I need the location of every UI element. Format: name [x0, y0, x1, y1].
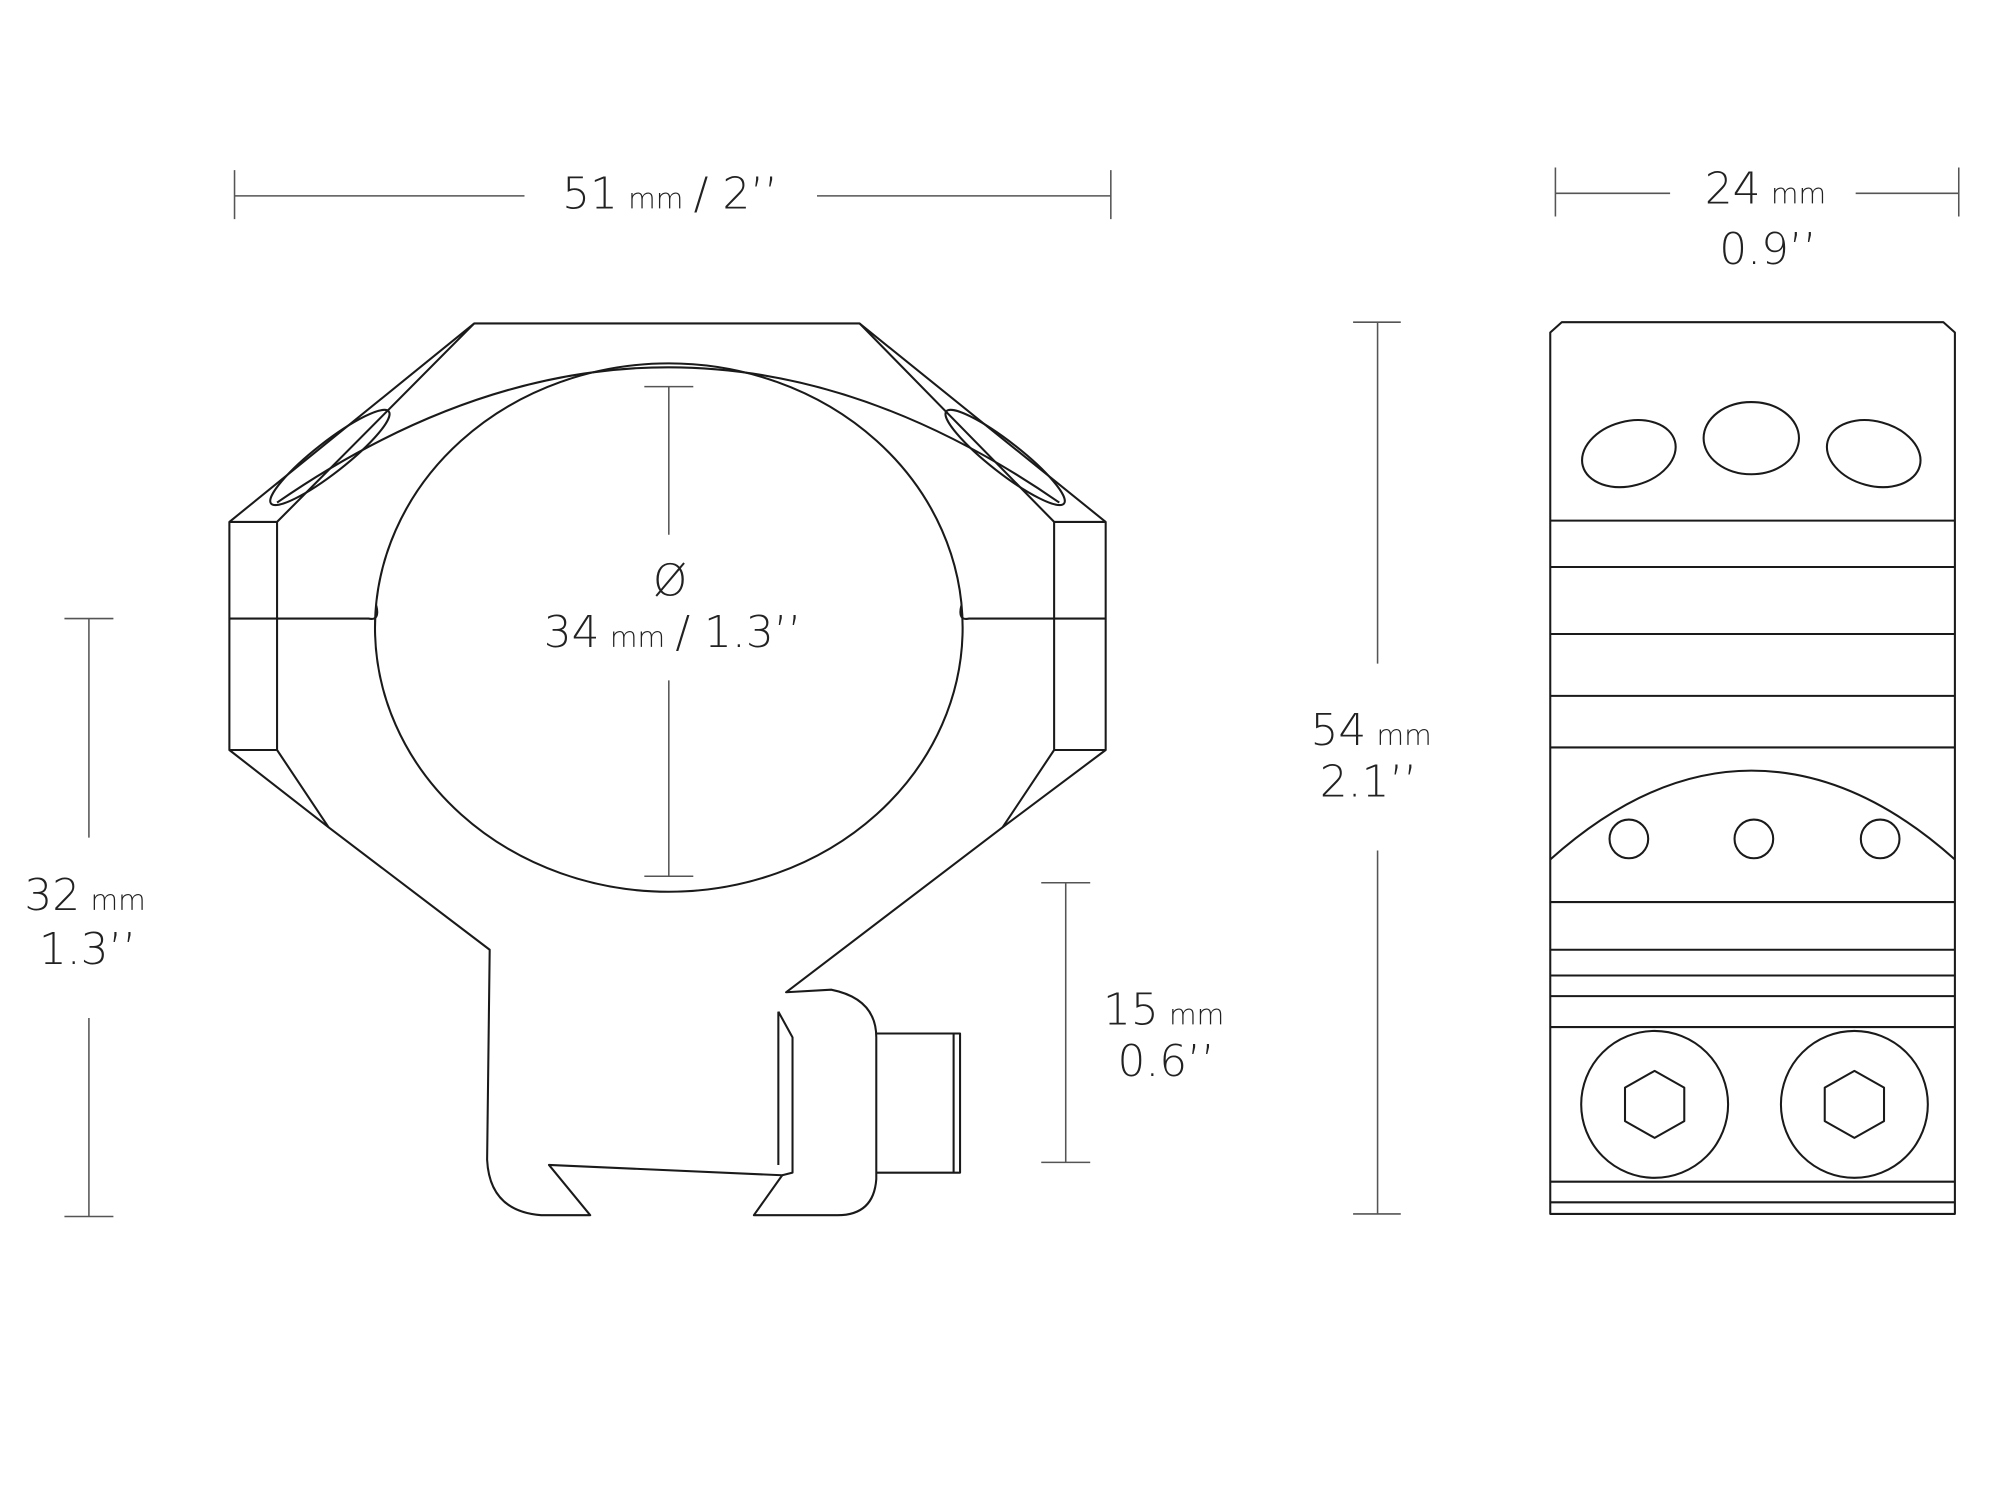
- width-imperial: / 2’’: [694, 169, 778, 220]
- depth-imperial: 0.9’’: [1719, 224, 1817, 275]
- ring-front-view: Ø 34 mm / 1.3’’: [228, 322, 1107, 1217]
- base-height-dimension: 15 mm 0.6’’: [1041, 881, 1224, 1164]
- center-height-value: 32: [24, 870, 80, 921]
- depth-unit: mm: [1771, 178, 1826, 211]
- height-imperial: 2.1’’: [1320, 756, 1418, 807]
- height-value: 54: [1310, 705, 1366, 756]
- base-height-value: 15: [1103, 984, 1159, 1035]
- depth-dimension: 24 mm 0.9’’: [1554, 164, 1960, 275]
- center-height-unit: mm: [90, 884, 145, 917]
- screw-head-icon: [1779, 1029, 1929, 1179]
- base-height-imperial: 0.6’’: [1117, 1036, 1215, 1087]
- width-unit: mm: [628, 183, 683, 216]
- height-unit: mm: [1377, 719, 1432, 752]
- diameter-unit: mm: [610, 621, 665, 654]
- screw-head-icon: [1580, 1029, 1730, 1179]
- width-value: 51: [562, 169, 618, 220]
- center-height-imperial: 1.3’’: [39, 924, 136, 975]
- diameter-value: 34: [544, 607, 600, 658]
- ring-side-view: [1549, 321, 1956, 1215]
- height-dimension: 54 mm 2.1’’: [1310, 321, 1432, 1215]
- diameter-imperial: / 1.3’’: [675, 607, 801, 658]
- depth-value: 24: [1705, 164, 1761, 215]
- diameter-symbol: Ø: [653, 555, 687, 606]
- center-height-dimension: 32 mm 1.3’’: [24, 617, 146, 1218]
- width-dimension: 51 mm / 2’’: [233, 169, 1112, 220]
- base-height-unit: mm: [1169, 998, 1224, 1031]
